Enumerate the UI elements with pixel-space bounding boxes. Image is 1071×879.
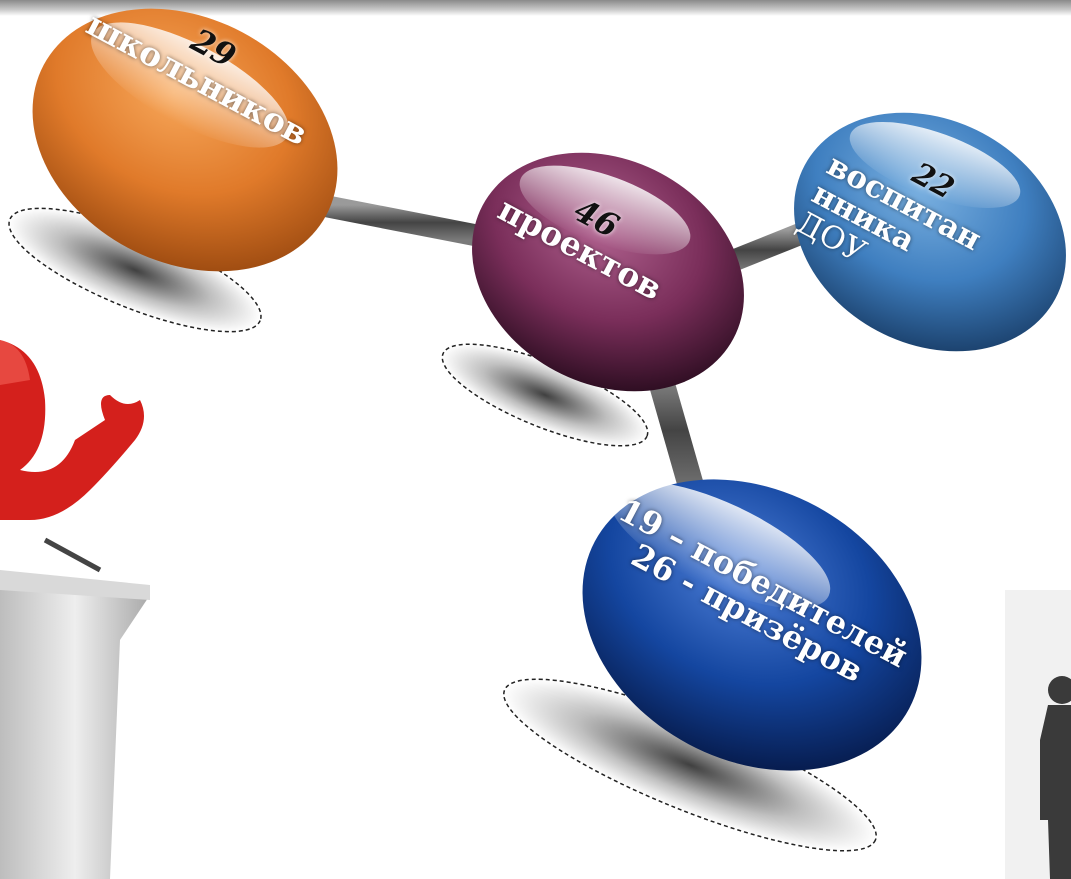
businessman-silhouette-icon	[1005, 590, 1071, 879]
bubble-blue	[794, 112, 1066, 352]
bubble-purple	[472, 152, 744, 392]
bubble-navy	[582, 479, 922, 771]
top-bar	[0, 0, 1071, 16]
shadow-navy	[503, 678, 877, 852]
shadow-orange	[8, 207, 262, 333]
bubble-orange	[32, 8, 338, 272]
speaker-at-podium-icon	[0, 340, 150, 879]
